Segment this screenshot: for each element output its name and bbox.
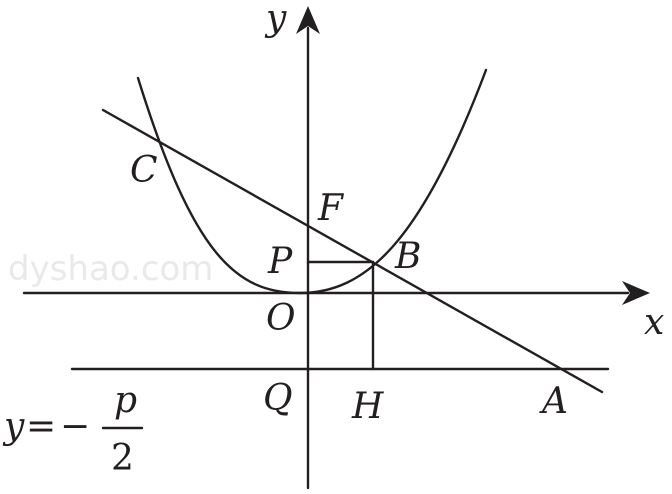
- point-c-label: C: [130, 150, 158, 191]
- equation-lhs: y: [2, 406, 25, 447]
- parabola-curve: [136, 68, 488, 295]
- point-f-label: F: [317, 188, 345, 229]
- point-p-label: P: [267, 241, 293, 282]
- point-q-label: Q: [263, 378, 293, 419]
- equation-minus: −: [60, 406, 90, 447]
- equation-numerator: p: [114, 380, 137, 421]
- point-h-label: H: [351, 386, 384, 427]
- y-axis-arrowhead: [296, 6, 320, 34]
- point-o-label: O: [266, 298, 296, 339]
- point-a-label: A: [539, 381, 568, 422]
- directrix-equation: y = − p 2: [2, 380, 144, 479]
- equation-equals: =: [26, 406, 56, 447]
- equation-denominator: 2: [111, 438, 134, 479]
- watermark: dyshao.com: [8, 249, 213, 289]
- x-axis-label: x: [644, 302, 664, 343]
- secant-line-cfba: [101, 108, 604, 394]
- x-axis-arrowhead: [622, 281, 650, 305]
- point-b-label: B: [394, 236, 421, 277]
- y-axis-label: y: [264, 0, 287, 39]
